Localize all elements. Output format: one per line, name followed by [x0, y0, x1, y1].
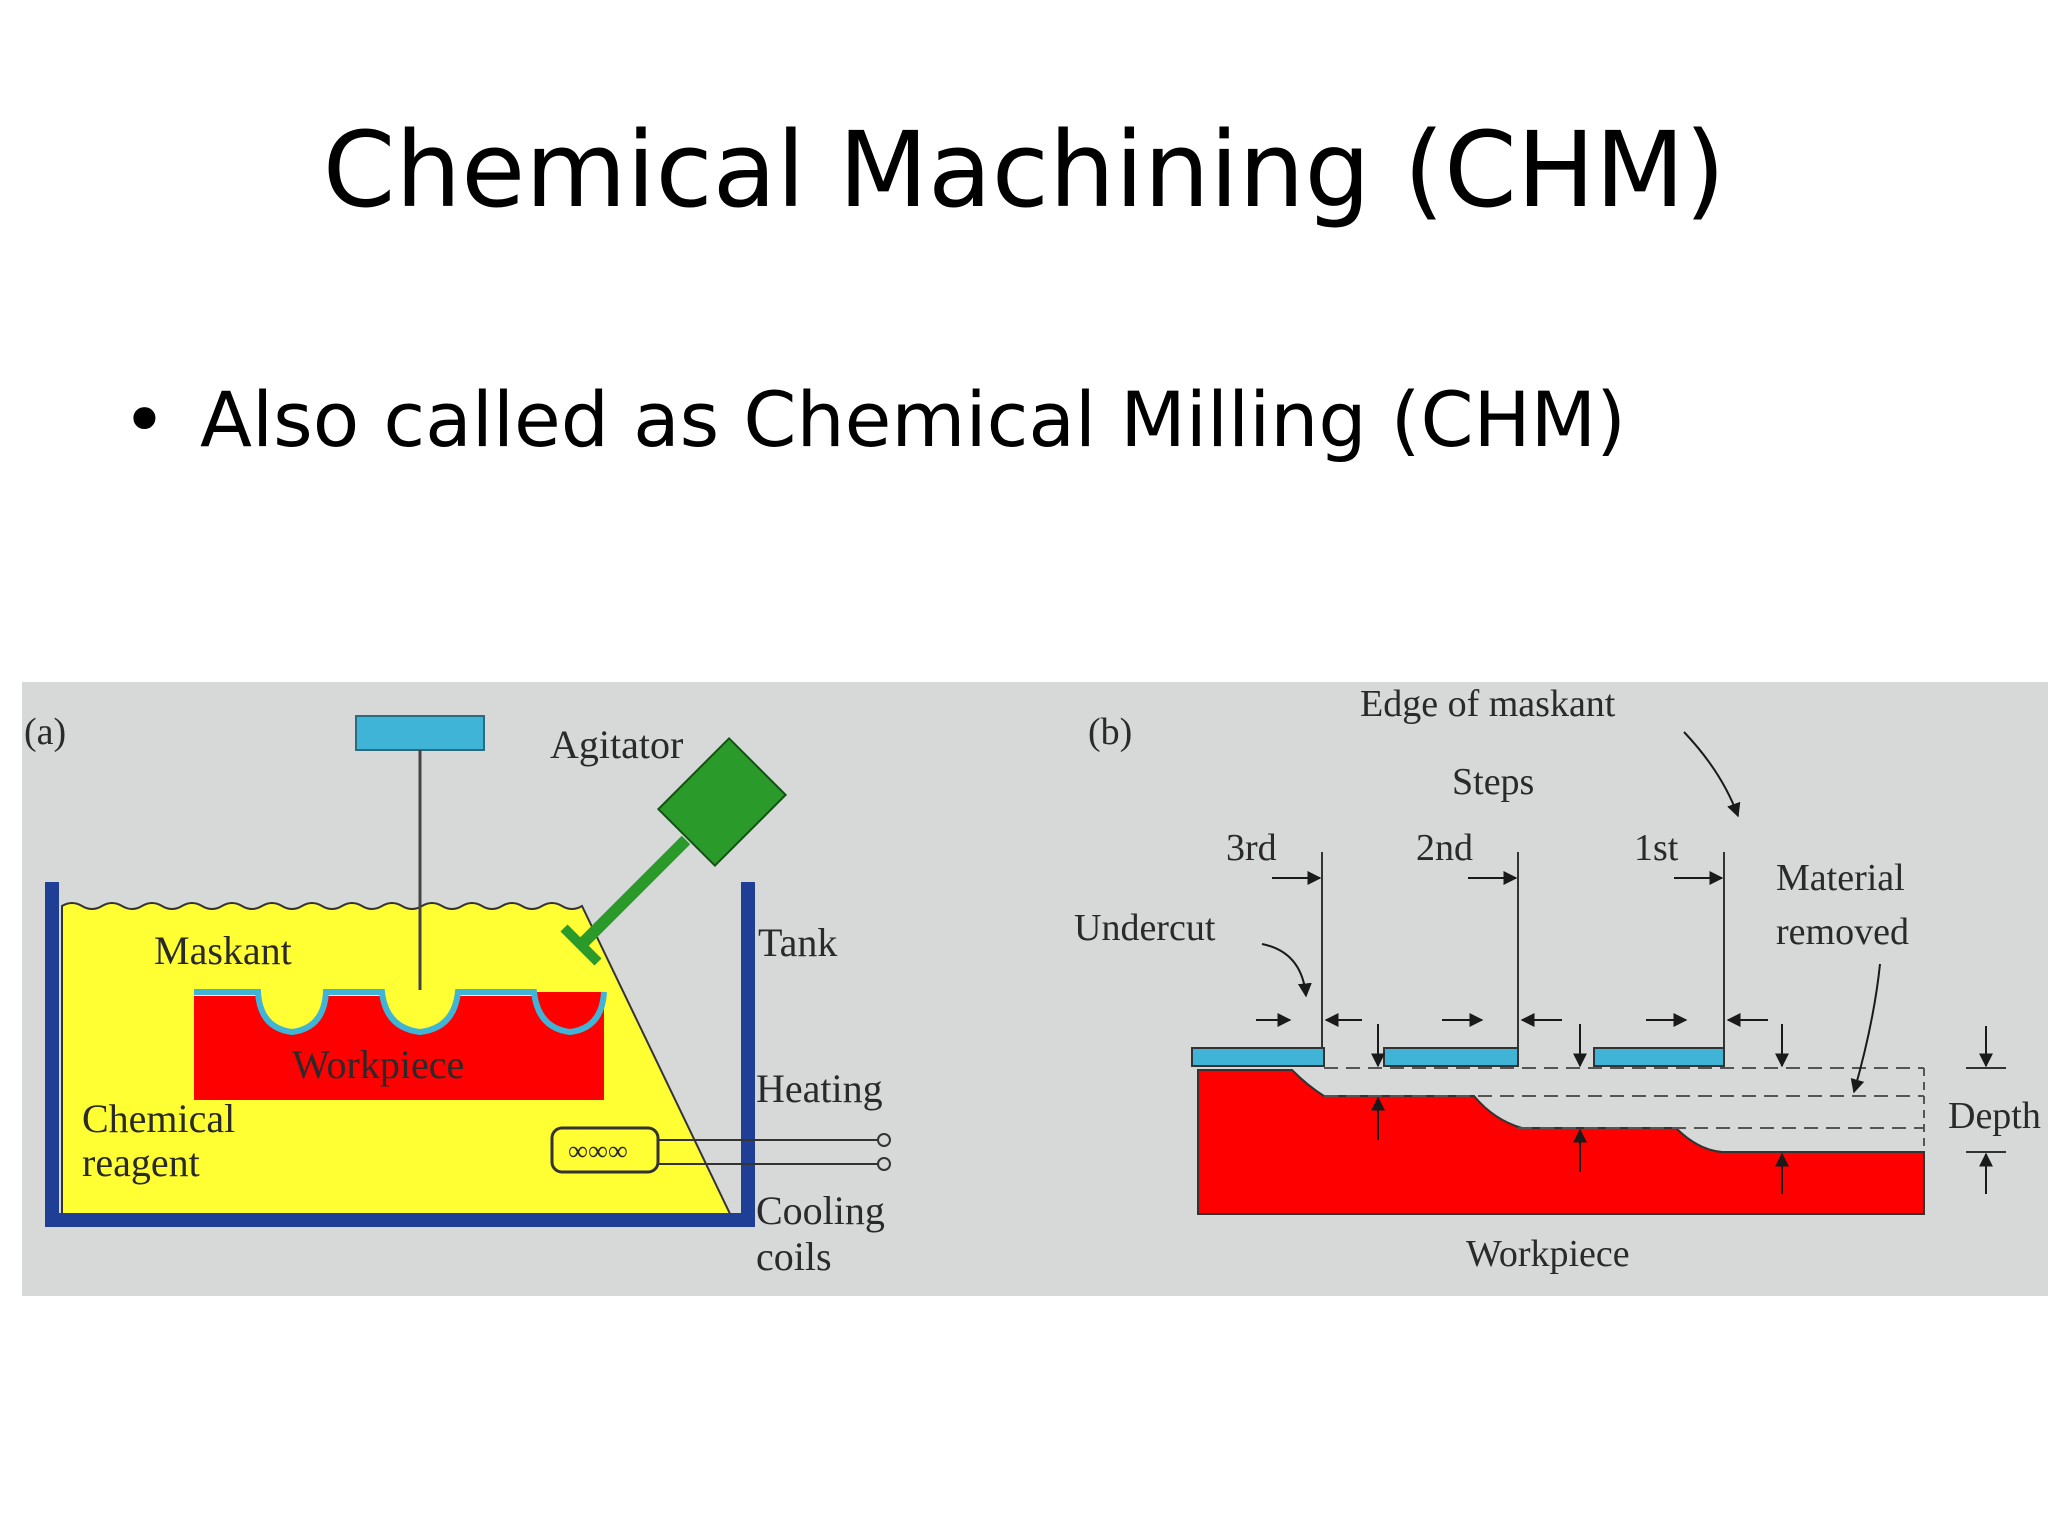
label-step-2nd: 2nd [1416, 827, 1473, 869]
label-step-3rd: 3rd [1226, 827, 1277, 869]
panel-b: (b) [1074, 683, 2041, 1275]
label-removed: removed [1776, 911, 1909, 953]
agitator-device [560, 736, 788, 966]
label-heating: Heating [756, 1066, 883, 1111]
edge-of-maskant-leader [1683, 731, 1741, 818]
slide-title: Chemical Machining (CHM) [322, 109, 1726, 231]
coil-housing [550, 1126, 660, 1174]
label-tank: Tank [758, 920, 837, 965]
maskant-strip-3rd [1191, 1047, 1325, 1067]
label-steps: Steps [1452, 761, 1534, 803]
label-maskant: Maskant [154, 928, 292, 973]
panel-a: (a) ∞∞∞ [24, 711, 891, 1279]
cooling-terminal [877, 1157, 891, 1171]
label-workpiece-b: Workpiece [1466, 1233, 1630, 1275]
coil-glyph: ∞∞∞ [568, 1136, 628, 1167]
label-reagent: reagent [82, 1140, 200, 1185]
chm-diagram-svg: (a) ∞∞∞ [22, 682, 2048, 1296]
heating-terminal [877, 1133, 891, 1147]
maskant-strip-1st [1593, 1047, 1725, 1067]
fixture-bar [355, 715, 485, 751]
label-agitator: Agitator [550, 722, 683, 767]
workpiece-a-right [534, 992, 604, 1100]
panel-b-tag: (b) [1088, 711, 1132, 753]
label-step-1st: 1st [1634, 827, 1679, 869]
chm-diagram: (a) ∞∞∞ [22, 682, 2048, 1296]
label-edge-of-maskant: Edge of maskant [1360, 683, 1616, 725]
material-removed-leader [1850, 963, 1881, 1094]
tank-walls [45, 882, 755, 1227]
label-undercut: Undercut [1074, 907, 1216, 949]
maskant-strip-2nd [1383, 1047, 1519, 1067]
bullet-text: Also called as Chemical Milling (CHM) [200, 375, 1626, 464]
label-depth: Depth [1948, 1095, 2041, 1137]
workpiece-a [194, 996, 604, 1100]
label-cooling: Cooling [756, 1188, 885, 1233]
bullet-marker: • [122, 375, 167, 464]
undercut-leader [1261, 943, 1312, 998]
label-workpiece-a: Workpiece [292, 1042, 464, 1087]
maskant-a [194, 989, 607, 1036]
label-coils: coils [756, 1234, 832, 1279]
panel-a-tag: (a) [24, 711, 66, 753]
bullet-item: •Also called as Chemical Milling (CHM) [122, 382, 1626, 458]
label-chemical: Chemical [82, 1096, 235, 1141]
label-material: Material [1776, 857, 1905, 899]
